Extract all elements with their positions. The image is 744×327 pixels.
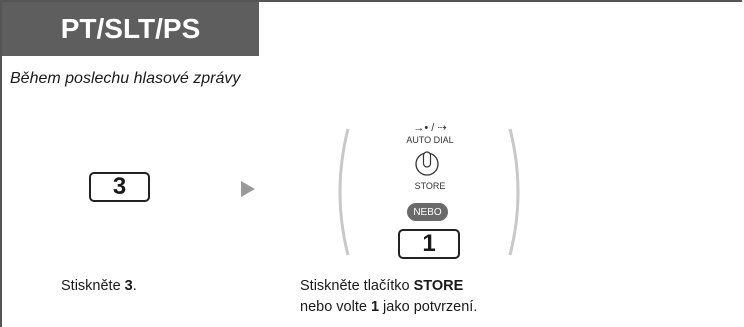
auto-dial-label: AUTO DIAL [406,135,454,145]
page-title-text: PT/SLT/PS [60,13,201,44]
step1-caption: Stiskněte 3. [61,278,137,294]
next-step-arrow-icon [241,181,255,197]
left-paren-icon [338,128,350,256]
dial-key-1[interactable]: 1 [398,229,460,259]
context-subtitle: Během poslechu hlasové zprávy [10,70,241,87]
step2-caption-line1: Stiskněte tlačítko STORE [300,278,464,294]
store-button[interactable] [415,147,439,181]
step2-caption-line2: nebo volte 1 jako potvrzení. [300,299,478,315]
auto-dial-arrows-icon: →• / ⇢ [413,122,447,134]
dial-key-3[interactable]: 3 [89,172,150,202]
store-label: STORE [414,181,446,191]
right-paren-icon [508,128,520,256]
or-badge: NEBO [407,203,448,221]
page-title: PT/SLT/PS [2,2,259,56]
step2-caption: Stiskněte tlačítko STORE nebo volte 1 ja… [300,276,477,318]
